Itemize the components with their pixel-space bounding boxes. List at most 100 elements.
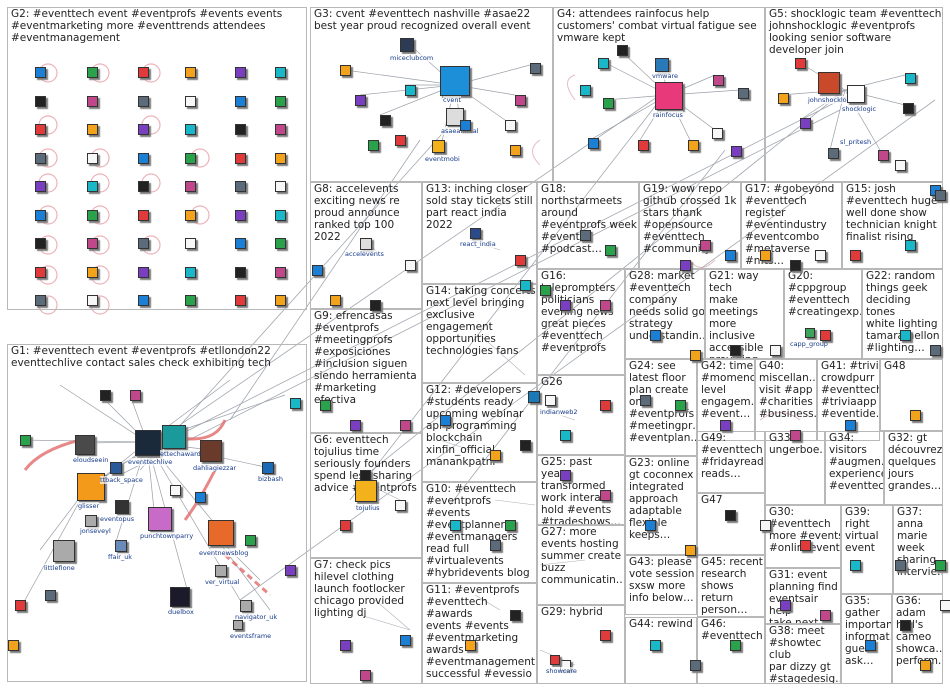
- graph-node: [135, 430, 161, 456]
- graph-node: [290, 398, 301, 409]
- graph-node: [598, 58, 609, 69]
- graph-node: [185, 67, 196, 78]
- group-label: G42: time #momenc… level engagem… #event…: [701, 360, 755, 420]
- group-g2: G2: #eventtech event #eventprofs #events…: [7, 7, 307, 310]
- graph-node: [75, 435, 95, 455]
- graph-node: [138, 295, 149, 306]
- node-label-ttback_space: ttback_space: [100, 476, 143, 484]
- node-label-tojulius: tojulius: [356, 504, 380, 512]
- group-g17: G17: #gobeyond #eventtech register #even…: [741, 182, 842, 269]
- graph-node: [235, 181, 246, 192]
- node-label-bizbash: bizbash: [258, 475, 283, 483]
- group-g11: G11: #eventprofs #eventtech #awards even…: [422, 583, 537, 684]
- node-label-capp_group: capp_group: [790, 340, 828, 348]
- graph-node: [235, 295, 246, 306]
- graph-node: [185, 153, 196, 164]
- graph-node: [275, 96, 286, 107]
- graph-node: [235, 267, 246, 278]
- graph-node: [528, 391, 540, 403]
- group-label: G45: recent research shows return person…: [701, 556, 764, 616]
- graph-node: [53, 540, 75, 562]
- group-label: G1: #eventtech event #eventprofs #etllon…: [11, 345, 271, 369]
- graph-node: [235, 96, 246, 107]
- node-label-showcare: showcare: [546, 667, 577, 675]
- group-label: G40: miscellan… visit #app #charities #b…: [759, 360, 817, 420]
- group-label: G27: more events hosting summer create b…: [541, 526, 625, 586]
- group-g37: G37: anna marie week sharing intervie…: [893, 505, 943, 594]
- graph-node: [600, 490, 611, 501]
- group-g39: G39: right virtual event: [841, 505, 893, 594]
- graph-node: [355, 95, 366, 106]
- graph-node: [35, 295, 46, 306]
- graph-node: [138, 153, 149, 164]
- group-label: G14: taking concerts next level bringing…: [426, 285, 536, 357]
- graph-node: [800, 118, 811, 129]
- graph-node: [760, 250, 771, 261]
- graph-node: [370, 300, 381, 311]
- graph-node: [675, 400, 686, 411]
- node-label-miceclubcom: miceclubcom: [390, 54, 433, 62]
- graph-node: [170, 587, 190, 607]
- graph-node: [520, 280, 531, 291]
- group-label: G9: efrencasas #eventprofs #meetingprofs…: [314, 310, 421, 406]
- graph-node: [600, 300, 611, 311]
- graph-node: [275, 181, 286, 192]
- node-label-eventnewsblog: eventnewsblog: [199, 549, 248, 557]
- graph-node: [588, 138, 599, 149]
- graph-node: [138, 181, 149, 192]
- graph-node: [930, 345, 941, 356]
- group-g32: G32: gt découvrez quelques jours grandes…: [884, 431, 943, 505]
- graph-node: [185, 96, 196, 107]
- node-label-cvent: cvent: [443, 96, 461, 104]
- graph-node: [730, 345, 741, 356]
- group-label: G34: visitors #augmen… experience #event…: [829, 432, 884, 492]
- node-label-dahliagiezzar: dahliagiezzar: [193, 464, 236, 472]
- node-label-ettechawards: ettechawards: [160, 450, 204, 458]
- graph-node: [865, 640, 876, 651]
- graph-node: [87, 238, 98, 249]
- node-label-ver_virtual: ver_virtual: [205, 578, 240, 586]
- graph-node: [731, 146, 742, 157]
- graph-node: [148, 507, 172, 531]
- tojulius-node: [355, 480, 377, 502]
- graph-node: [520, 440, 531, 451]
- group-label: G23: online gt coconnex integrated appro…: [629, 457, 693, 541]
- graph-node: [820, 610, 831, 621]
- graph-node: [405, 85, 416, 96]
- cvent-node: [440, 66, 470, 96]
- graph-node: [845, 420, 856, 431]
- graph-node: [262, 462, 274, 474]
- graph-node: [35, 96, 46, 107]
- graph-node: [815, 250, 826, 261]
- graph-node: [580, 230, 591, 241]
- graph-node: [235, 153, 246, 164]
- graph-node: [350, 420, 361, 431]
- graph-node: [540, 285, 551, 296]
- group-g38: G38: meet #showtec club par dizzy gt #st…: [765, 624, 841, 684]
- node-label-vmware: vmware: [652, 72, 678, 80]
- graph-node: [850, 560, 861, 571]
- graph-node: [505, 120, 516, 131]
- group-g25: G25: past years transformed work interac…: [537, 455, 625, 525]
- graph-node: [85, 515, 97, 527]
- graph-node: [510, 145, 521, 156]
- rainfocus-node: [655, 82, 683, 110]
- group-label: G8: accelevents exciting news re proud a…: [314, 183, 400, 243]
- graph-node: [15, 600, 26, 611]
- node-label-indianweb2: indianweb2: [540, 408, 578, 416]
- graph-node: [820, 330, 831, 341]
- graph-node: [195, 492, 206, 503]
- graph-node: [465, 640, 476, 651]
- graph-node: [690, 660, 701, 671]
- group-label: G36: adam hall's cameo showca… perform…: [896, 595, 943, 667]
- node-label-react_india: react_india: [460, 240, 496, 248]
- graph-node: [115, 540, 127, 552]
- group-g28: G28: market #eventtech company needs sol…: [625, 269, 705, 359]
- graph-node: [920, 660, 931, 671]
- graph-node: [87, 96, 98, 107]
- graph-node: [905, 73, 916, 84]
- graph-node: [35, 124, 46, 135]
- graph-node: [713, 75, 724, 86]
- graph-node: [460, 120, 471, 131]
- node-label-johnshocklo: johnshocklo: [808, 96, 847, 104]
